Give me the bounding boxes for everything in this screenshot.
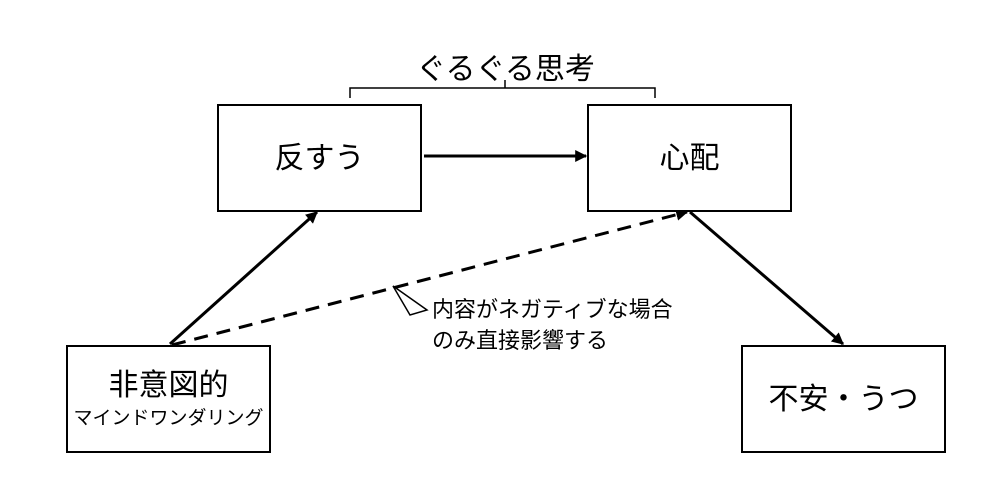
annotation-line-1: 内容がネガティブな場合 — [432, 298, 673, 323]
bracket — [349, 80, 656, 98]
callout-pointer — [392, 285, 429, 316]
node-mind-wandering: 非意図的 マインドワンダリング — [66, 345, 271, 453]
arrow-worry-to-anxiety — [689, 210, 844, 346]
node-rumination-label: 反すう — [274, 140, 365, 176]
node-anxiety: 不安・うつ — [741, 345, 946, 453]
node-worry: 心配 — [587, 104, 792, 212]
node-worry-label: 心配 — [659, 140, 720, 176]
node-rumination: 反すう — [217, 104, 422, 212]
node-anxiety-label: 不安・うつ — [768, 381, 919, 417]
node-mind-wandering-sublabel: マインドワンダリング — [73, 407, 264, 430]
dashed-arrow-mind-wandering-to-worry — [171, 208, 689, 347]
arrow-mind-wandering-to-rumination — [168, 210, 319, 346]
annotation-line-2: のみ直接影響する — [432, 329, 609, 354]
group-label: ぐるぐる思考 — [416, 52, 595, 87]
annotation: 内容がネガティブな場合 のみ直接影響する — [432, 295, 673, 357]
node-mind-wandering-label: 非意図的 — [108, 368, 229, 404]
